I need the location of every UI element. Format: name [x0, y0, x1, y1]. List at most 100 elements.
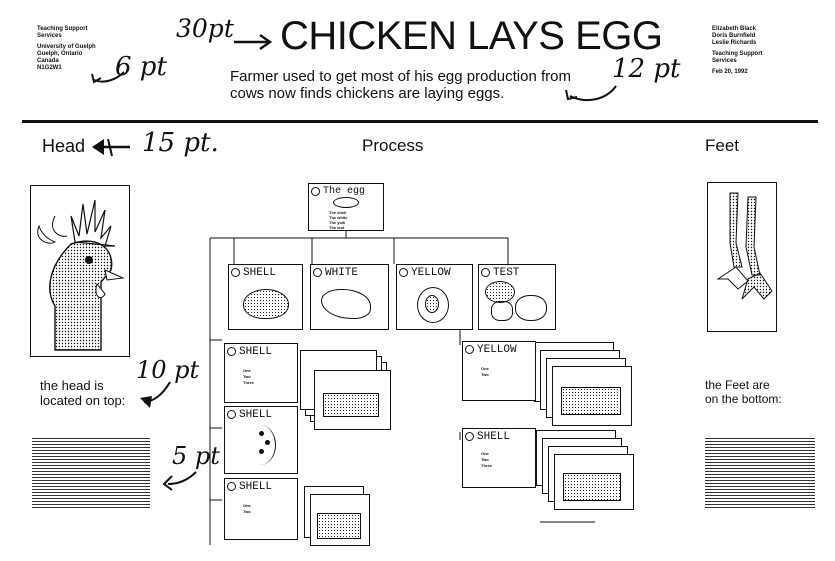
caption-line: the head is — [40, 378, 104, 393]
egg-icon — [333, 197, 359, 208]
bullet-item: The white — [329, 215, 348, 220]
circle-icon — [399, 268, 408, 277]
circle-icon — [311, 187, 320, 196]
dotted-box — [563, 473, 621, 501]
subtitle: Farmer used to get most of his egg produ… — [230, 68, 571, 102]
card-title: SHELL — [239, 409, 273, 421]
stack-page — [552, 366, 632, 426]
card-shell-sub3: SHELL One Two — [224, 478, 298, 540]
org-line: N1G2W1 — [37, 65, 62, 71]
bullet-item: One — [481, 451, 489, 456]
dot-icon — [259, 431, 264, 436]
bullet-item: Two — [481, 457, 489, 462]
annotation-15pt: 15 pt. — [142, 128, 219, 158]
section-process-label: Process — [362, 136, 424, 155]
dot-icon — [265, 440, 270, 445]
org-line: Canada — [37, 58, 59, 64]
annotation-5pt: 5 pt — [172, 442, 220, 470]
author-line: Services — [712, 58, 737, 64]
subtitle-line: cows now finds chickens are laying eggs. — [230, 85, 505, 102]
process-connectors — [209, 228, 595, 545]
test-drawing-c — [515, 295, 547, 321]
circle-icon — [231, 268, 240, 277]
card-the-egg: The egg The shell The white The yolk The… — [308, 183, 384, 231]
caption-line: located on top: — [40, 393, 126, 408]
caption-line: the Feet are — [705, 378, 770, 392]
card-title: SHELL — [239, 346, 273, 358]
hand-arrow-icon — [140, 381, 171, 408]
org-line: Teaching Support — [37, 26, 88, 32]
caption-line: on the bottom: — [705, 392, 782, 406]
arrow-right-icon — [234, 33, 273, 51]
test-drawing-a — [485, 281, 515, 303]
circle-icon — [465, 432, 474, 441]
bullet-item: Two — [243, 374, 251, 379]
card-title: YELLOW — [477, 344, 517, 356]
annotation-6pt: 6 pt — [115, 52, 167, 82]
author-line: Leslie Richards — [712, 40, 757, 46]
section-head-label: Head — [42, 136, 86, 156]
card-shell-sub2: SHELL — [224, 406, 298, 474]
head-body-text — [32, 436, 150, 508]
card-title: YELLOW — [411, 267, 451, 279]
test-drawing-b — [491, 301, 513, 321]
white-drawing — [321, 289, 371, 319]
author-line: Teaching Support — [712, 51, 763, 57]
circle-icon — [465, 345, 474, 354]
hand-arrow-icon — [565, 85, 617, 102]
page-title: CHICKEN LAYS EGG — [280, 14, 663, 58]
yellow-drawing — [417, 287, 449, 323]
head-caption: the head is located on top: — [40, 378, 125, 408]
bullet-item: One — [243, 503, 251, 508]
dotted-box — [317, 513, 361, 539]
bullet-item: The test — [329, 225, 345, 230]
org-line: Guelph, Ontario — [37, 51, 83, 57]
card-shell: SHELL — [228, 264, 303, 330]
circle-icon — [227, 347, 236, 356]
bullet-item: Three — [243, 380, 254, 385]
yolk-drawing — [425, 295, 439, 313]
card-yellow-sub: YELLOW One Two — [462, 341, 536, 401]
bullet-item: The yolk — [329, 220, 346, 225]
bullet-item: Three — [481, 463, 492, 468]
card-title: SHELL — [243, 267, 277, 279]
dotted-box — [323, 393, 379, 417]
card-title: SHELL — [477, 431, 511, 443]
circle-icon — [313, 268, 322, 277]
stack-page — [314, 370, 391, 430]
card-title: TEST — [493, 267, 520, 279]
org-address: Teaching Support Services University of … — [37, 26, 127, 72]
arrow-left-icon — [92, 138, 130, 157]
authors-block: Elizabeth Black Doris Burnfield Leslie R… — [712, 26, 812, 76]
card-yellow: YELLOW — [396, 264, 473, 330]
dot-icon — [259, 449, 264, 454]
card-white: WHITE — [310, 264, 389, 330]
dotted-box — [561, 387, 621, 415]
header-divider — [22, 120, 818, 123]
chicken-feet-drawing — [707, 182, 777, 332]
author-line: Elizabeth Black — [712, 26, 757, 32]
section-feet-label: Feet — [705, 136, 740, 155]
author-line: Feb 20, 1992 — [712, 69, 748, 75]
shell-curve-drawing — [245, 425, 276, 465]
hand-arrow-icon — [91, 71, 125, 84]
card-title: The egg — [323, 186, 366, 197]
card-shell-sub-right: SHELL One Two Three — [462, 428, 536, 488]
feet-body-text — [705, 436, 815, 510]
subtitle-line: Farmer used to get most of his egg produ… — [230, 68, 571, 85]
bullet-item: One — [481, 366, 489, 371]
card-shell-sub1: SHELL One Two Three — [224, 343, 298, 403]
chicken-head-drawing — [30, 185, 130, 357]
circle-icon — [227, 482, 236, 491]
bullet-item: Two — [243, 509, 251, 514]
card-title: SHELL — [239, 481, 273, 493]
author-line: Doris Burnfield — [712, 33, 756, 39]
feet-caption: the Feet are on the bottom: — [705, 378, 782, 406]
org-line: University of Guelph — [37, 44, 96, 50]
stack-page — [310, 494, 370, 546]
bullet-item: The shell — [329, 210, 347, 215]
bullet-item: One — [243, 368, 251, 373]
hand-arrow-icon — [162, 471, 197, 491]
annotation-12pt: 12 pt — [612, 54, 681, 84]
bullet-item: Two — [481, 372, 489, 377]
